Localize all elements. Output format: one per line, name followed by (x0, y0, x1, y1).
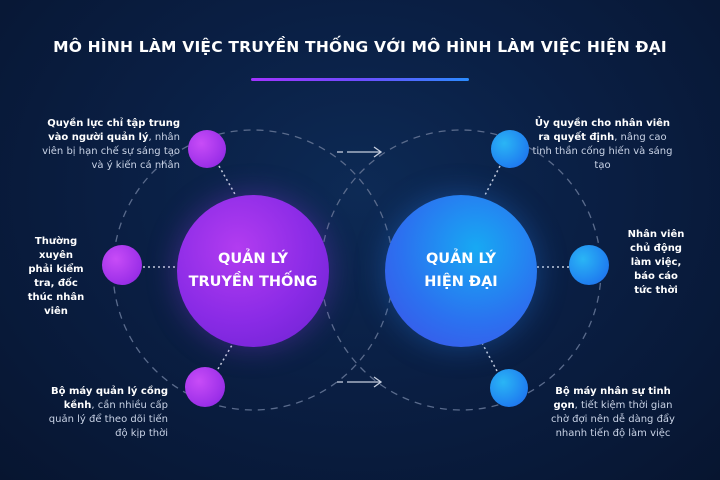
right-node-bottom (490, 369, 528, 407)
connector-left-bottom (217, 339, 236, 370)
left-item-2: Thường xuyên phải kiểm tra, đốc thúc nhâ… (27, 236, 85, 317)
left-node-bottom (185, 367, 225, 407)
left-item-3: Bộ máy quản lý cồng kềnh, cần nhiều cấp … (48, 386, 168, 439)
left-node-top (188, 130, 226, 168)
left-item-1: Quyền lực chỉ tập trung vào người quản l… (42, 118, 180, 171)
traditional-management-circle: QUẢN LÝ TRUYỀN THỐNG (177, 195, 329, 347)
title-underline (251, 78, 469, 81)
right-node-top (491, 130, 529, 168)
left-node-middle (102, 245, 142, 285)
page-title: MÔ HÌNH LÀM VIỆC TRUYỀN THỐNG VỚI MÔ HÌN… (53, 38, 667, 56)
right-item-1: Ủy quyền cho nhân viên ra quyết định, nâ… (532, 118, 673, 171)
traditional-label-line1: QUẢN LÝ (218, 251, 288, 267)
modern-label-line1: QUẢN LÝ (425, 251, 496, 267)
modern-label-line2: HIỆN ĐẠI (424, 274, 498, 290)
right-node-middle (569, 245, 609, 285)
connector-left-top (218, 165, 237, 197)
connector-right-bottom (480, 340, 498, 372)
traditional-label-line2: TRUYỀN THỐNG (188, 274, 318, 290)
right-item-3: Bộ máy nhân sự tinh gọn, tiết kiệm thời … (551, 386, 675, 439)
arrow-bottom-icon (337, 376, 383, 388)
right-item-2: Nhân viên chủ động làm việc, báo cáo tức… (627, 229, 685, 296)
connector-right-top (483, 165, 501, 198)
modern-management-circle: QUẢN LÝ HIỆN ĐẠI (385, 195, 537, 347)
arrow-top-icon (337, 146, 383, 158)
